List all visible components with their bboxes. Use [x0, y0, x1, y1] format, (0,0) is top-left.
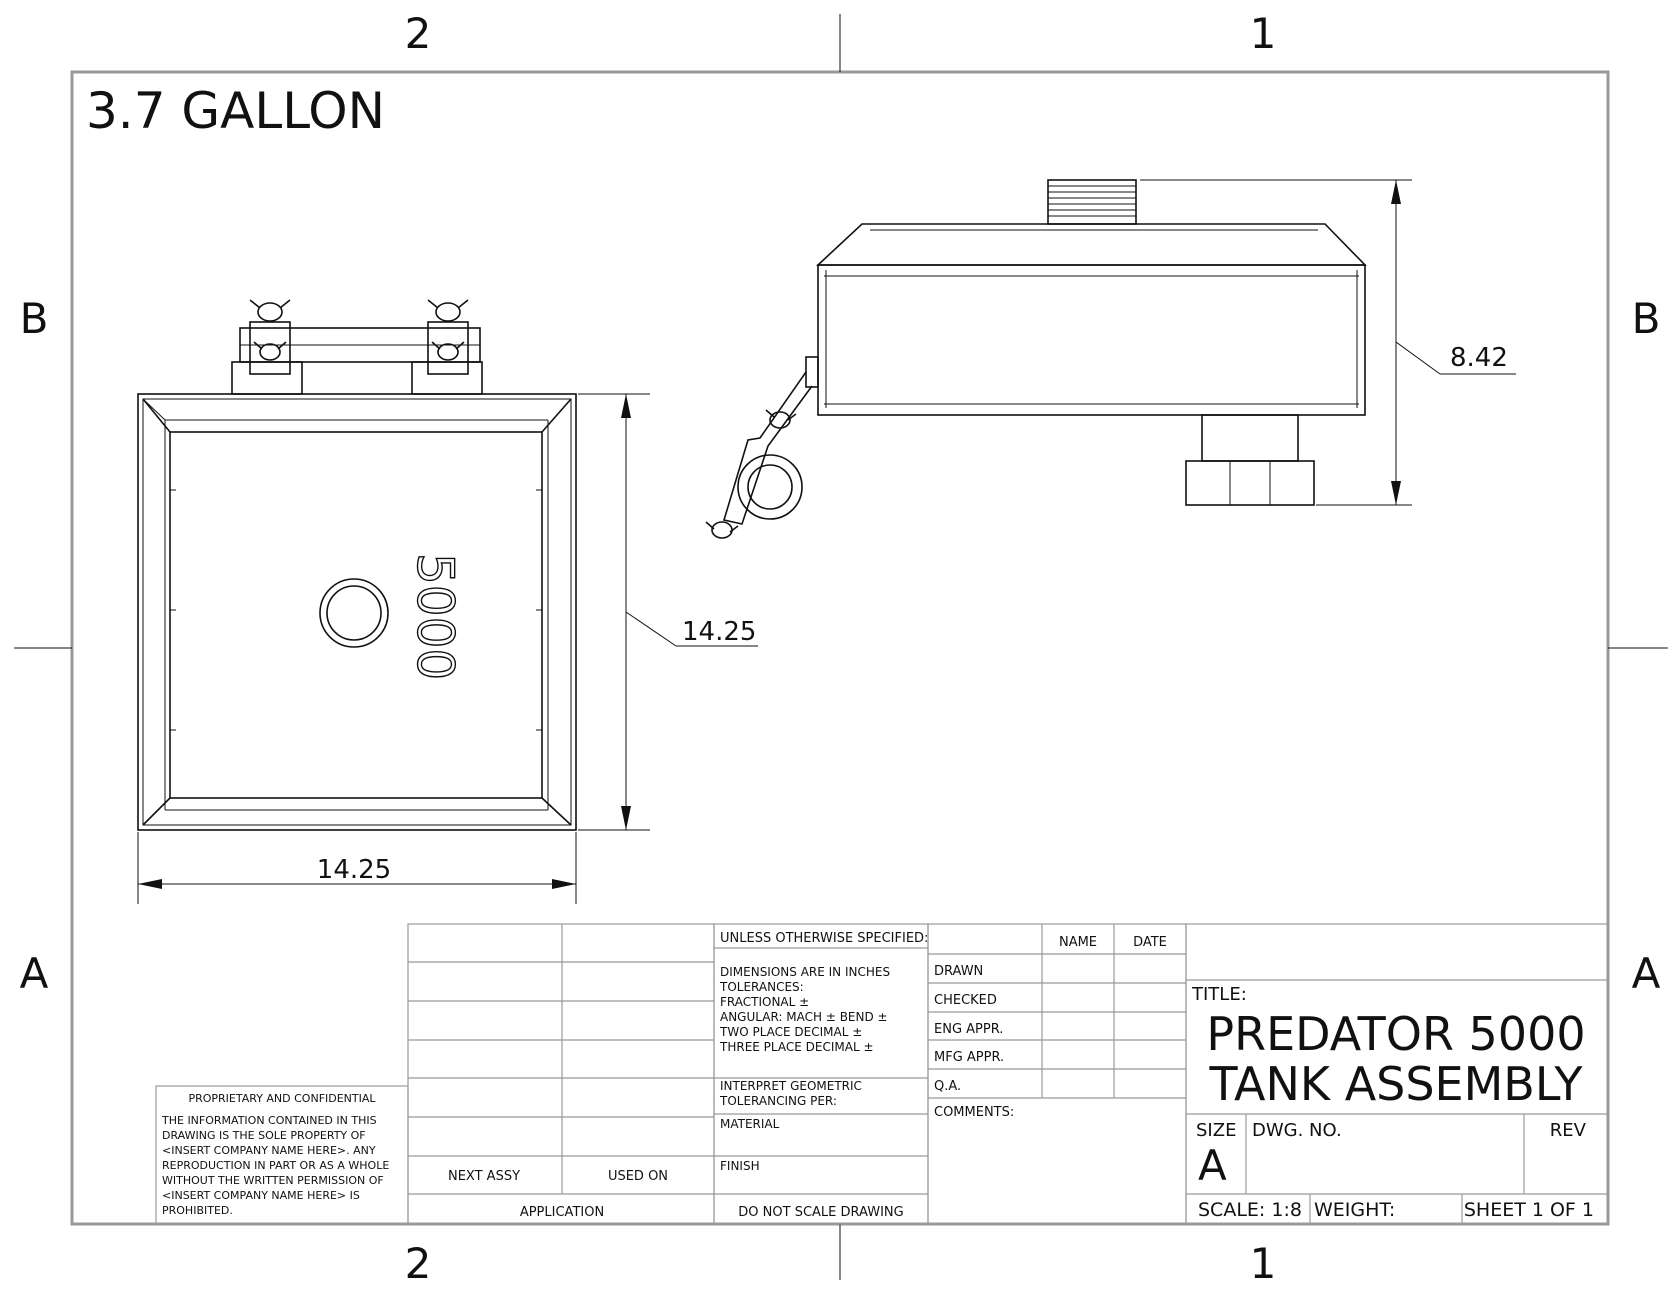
dim-arrow — [1391, 180, 1401, 204]
title-area — [1185, 923, 1609, 1225]
dim-arrow — [1391, 481, 1401, 505]
approval-row-label: Q.A. — [934, 1079, 961, 1094]
used-on-label: USED ON — [608, 1169, 668, 1184]
proprietary-line: DRAWING IS THE SOLE PROPERTY OF — [162, 1129, 366, 1142]
dim-arrow — [138, 879, 162, 889]
outlet-nut — [1185, 460, 1315, 506]
comments-label: COMMENTS: — [934, 1105, 1014, 1120]
dim-arrow — [621, 806, 631, 830]
side-view: 8.42 — [705, 179, 1516, 539]
capacity-heading: 3.7 GALLON — [86, 82, 385, 140]
side-bracket-mount — [805, 356, 819, 388]
dim-side-height-label: 8.42 — [1450, 343, 1508, 373]
zone-label-top-right: 1 — [1250, 9, 1277, 58]
zone-label-bottom-left: 2 — [405, 1239, 432, 1288]
weight-label: WEIGHT: — [1314, 1199, 1395, 1221]
side-clamp-ring — [737, 454, 803, 520]
outlet-neck — [1201, 414, 1299, 462]
tank-inner-outline — [169, 431, 543, 799]
wing-nut-icon — [253, 341, 287, 361]
application-label: APPLICATION — [520, 1205, 604, 1220]
wing-nut-icon — [705, 521, 739, 539]
wing-nut-icon — [765, 409, 797, 429]
tolerance-line: FRACTIONAL ± — [720, 995, 809, 1009]
zone-label-left-bottom: A — [20, 949, 49, 998]
wing-nut-icon — [427, 299, 469, 322]
proprietary-line: REPRODUCTION IN PART OR AS A WHOLE — [162, 1159, 389, 1172]
drawing-title-line1: PREDATOR 5000 — [1206, 1007, 1585, 1061]
tolerance-line: ANGULAR: MACH ± BEND ± — [720, 1010, 888, 1024]
corner-line — [142, 398, 171, 433]
tank-body-side — [817, 264, 1366, 416]
corner-line — [541, 797, 572, 826]
proprietary-line: WITHOUT THE WRITTEN PERMISSION OF — [162, 1174, 384, 1187]
zone-label-bottom-right: 1 — [1250, 1239, 1277, 1288]
tolerance-line: TWO PLACE DECIMAL ± — [719, 1025, 862, 1039]
rev-label: REV — [1550, 1120, 1587, 1141]
size-value: A — [1198, 1141, 1227, 1190]
proprietary-line: PROHIBITED. — [162, 1204, 233, 1217]
do-not-scale-label: DO NOT SCALE DRAWING — [738, 1205, 903, 1220]
size-label: SIZE — [1196, 1120, 1236, 1141]
drawing-title-line2: TANK ASSEMBLY — [1209, 1057, 1584, 1111]
proprietary-line: <INSERT COMPANY NAME HERE>. ANY — [162, 1144, 376, 1157]
interpret-line: INTERPRET GEOMETRIC — [720, 1079, 862, 1093]
zone-label-left-top: B — [20, 294, 49, 343]
approval-row-label: MFG APPR. — [934, 1050, 1004, 1065]
interpret-line: TOLERANCING PER: — [719, 1094, 837, 1108]
approval-row-label: ENG APPR. — [934, 1022, 1003, 1037]
sheet-label: SHEET 1 OF 1 — [1464, 1199, 1594, 1221]
approval-row-label: DRAWN — [934, 964, 983, 979]
corner-line — [142, 797, 171, 826]
scale-label: SCALE: 1:8 — [1198, 1199, 1302, 1221]
dim-leader — [625, 611, 677, 647]
side-clamp-ring-inner — [747, 464, 793, 510]
side-bracket-arm — [722, 371, 813, 525]
unless-specified-label: UNLESS OTHERWISE SPECIFIED: — [720, 931, 928, 946]
wing-nut-icon — [431, 341, 465, 361]
tank-flange — [142, 398, 572, 826]
title-label: TITLE: — [1191, 984, 1247, 1005]
next-assy-label: NEXT ASSY — [448, 1169, 520, 1184]
clamp-base-left — [231, 361, 303, 395]
tolerance-line: TOLERANCES: — [719, 980, 804, 994]
proprietary-line: <INSERT COMPANY NAME HERE> IS — [162, 1189, 360, 1202]
finish-label: FINISH — [720, 1159, 760, 1173]
dim-width-label: 14.25 — [317, 855, 391, 885]
approval-row-label: CHECKED — [934, 993, 997, 1008]
embossed-model-text: 5000 — [406, 553, 464, 680]
clamp-body-left — [249, 321, 291, 375]
tank-outer-outline — [137, 393, 577, 831]
tolerance-line: DIMENSIONS ARE IN INCHES — [720, 965, 890, 979]
proprietary-line: THE INFORMATION CONTAINED IN THIS — [161, 1114, 377, 1127]
proprietary-title: PROPRIETARY AND CONFIDENTIAL — [188, 1092, 376, 1105]
top-view: 5000 14.25 — [137, 299, 758, 904]
dim-height-label: 14.25 — [682, 617, 756, 647]
title-block: PROPRIETARY AND CONFIDENTIAL THE INFORMA… — [155, 923, 1609, 1225]
dim-arrow — [621, 394, 631, 418]
filler-cap-inner — [326, 585, 382, 641]
clamp-base-right — [411, 361, 483, 395]
dwg-no-label: DWG. NO. — [1252, 1120, 1342, 1141]
zone-label-right-top: B — [1632, 294, 1661, 343]
zone-label-right-bottom: A — [1632, 949, 1661, 998]
date-header: DATE — [1133, 935, 1167, 950]
dim-leader — [1395, 341, 1441, 375]
wing-nut-icon — [249, 299, 291, 322]
zone-label-top-left: 2 — [405, 9, 432, 58]
corner-line — [142, 398, 166, 421]
tolerance-line: THREE PLACE DECIMAL ± — [719, 1040, 874, 1054]
clamp-body-right — [427, 321, 469, 375]
material-label: MATERIAL — [720, 1117, 780, 1131]
name-header: NAME — [1059, 935, 1097, 950]
filler-cap-outer — [319, 578, 389, 648]
filler-neck — [1047, 179, 1137, 225]
dim-arrow — [552, 879, 576, 889]
thread-lines — [1048, 185, 1136, 217]
corner-line — [541, 398, 572, 433]
